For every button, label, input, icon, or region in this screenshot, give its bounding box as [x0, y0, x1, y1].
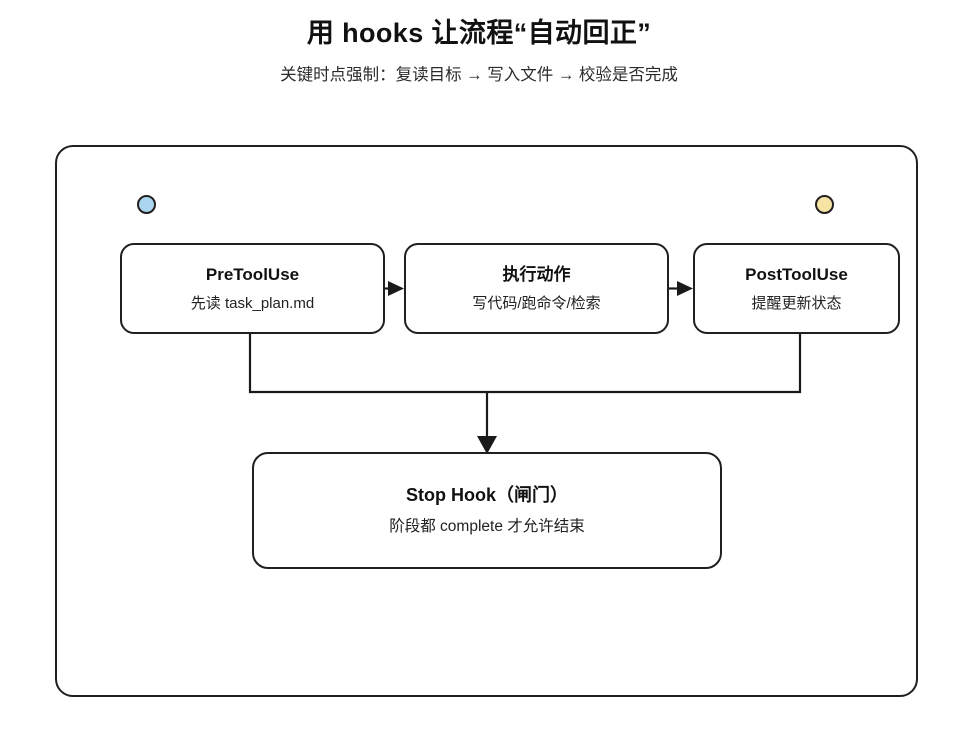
end-dot-icon	[815, 195, 834, 214]
page-title: 用 hooks 让流程“自动回正”	[306, 18, 652, 48]
diagram-frame	[55, 145, 918, 697]
page-subtitle: 关键时点强制：复读目标 → 写入文件 → 校验是否完成	[280, 66, 678, 85]
node-posttooluse-subtitle: 提醒更新状态	[751, 294, 842, 312]
node-action-subtitle: 写代码/跑命令/检索	[472, 294, 601, 312]
node-posttooluse-title: PostToolUse	[745, 264, 848, 284]
start-dot-icon	[137, 195, 156, 214]
node-pretooluse[interactable]: PreToolUse 先读 task_plan.md	[120, 243, 385, 334]
node-stophook-subtitle: 阶段都 complete 才允许结束	[389, 518, 585, 536]
node-pretooluse-title: PreToolUse	[205, 264, 300, 284]
node-stophook-title: Stop Hook（闸门）	[406, 484, 568, 505]
node-posttooluse[interactable]: PostToolUse 提醒更新状态	[693, 243, 900, 334]
node-action-title: 执行动作	[502, 264, 571, 284]
node-pretooluse-subtitle: 先读 task_plan.md	[190, 294, 315, 312]
header: 用 hooks 让流程“自动回正” 关键时点强制：复读目标 → 写入文件 → 校…	[0, 0, 958, 87]
node-action[interactable]: 执行动作 写代码/跑命令/检索	[404, 243, 669, 334]
node-stophook[interactable]: Stop Hook（闸门） 阶段都 complete 才允许结束	[252, 452, 722, 569]
